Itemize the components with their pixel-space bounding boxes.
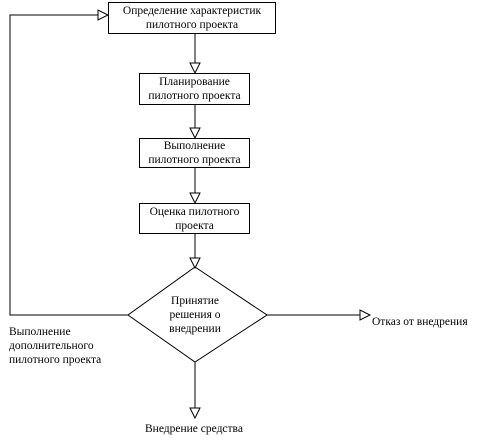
- step-planning: Планирование пилотного проекта: [139, 73, 250, 105]
- loop-label: Выполнение дополнительного пилотного про…: [9, 326, 102, 366]
- adopt-label: Внедрение средства: [145, 423, 243, 435]
- arrowhead-reject: [359, 309, 372, 321]
- step-evaluation-label: Оценка пилотного проекта: [149, 205, 240, 232]
- decision-label: Принятие решения о внедрении: [169, 295, 221, 335]
- arrowhead-step4: [189, 192, 201, 205]
- arrowhead-step3: [189, 127, 201, 140]
- decision-diamond: [127, 266, 268, 363]
- arrowhead-adopt: [189, 407, 201, 420]
- arrowhead-loop: [97, 9, 110, 21]
- step-evaluation: Оценка пилотного проекта: [139, 203, 250, 234]
- arrowhead-step2: [189, 62, 201, 75]
- step-execution: Выполнение пилотного проекта: [139, 138, 250, 168]
- reject-label: Отказ от внедрения: [372, 316, 468, 328]
- arrowhead-decision: [189, 257, 201, 270]
- step-define-characteristics: Определение характеристик пилотного прое…: [108, 2, 276, 34]
- step-define-characteristics-label: Определение характеристик пилотного прое…: [122, 5, 262, 31]
- arrow-loop-back: [9, 14, 128, 316]
- step-execution-label: Выполнение пилотного проекта: [148, 140, 241, 166]
- step-planning-label: Планирование пилотного проекта: [148, 76, 241, 102]
